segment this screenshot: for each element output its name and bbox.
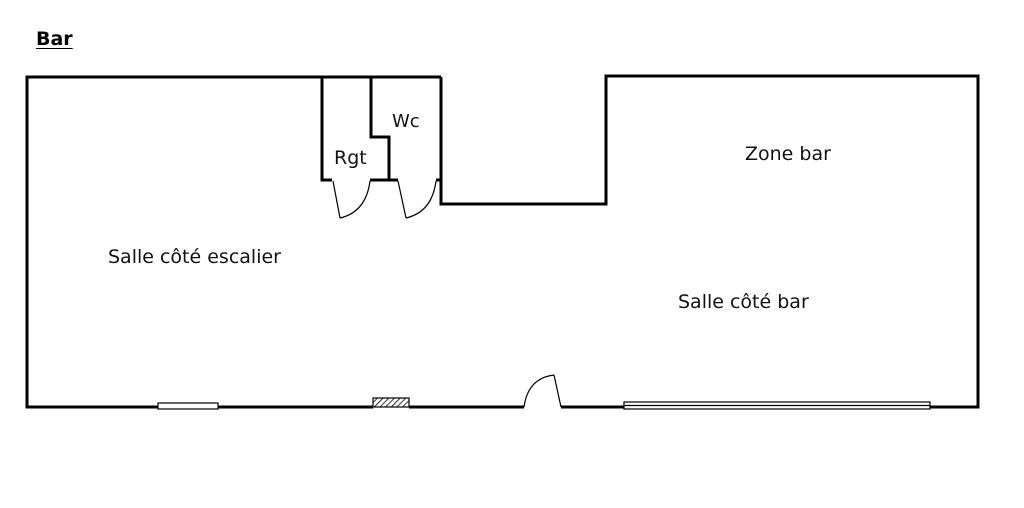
wc-door-leaf: [397, 180, 407, 219]
hatched-pillar: [372, 397, 410, 408]
storage-left-wall: [320, 77, 332, 182]
wc-door-arc: [405, 180, 437, 219]
outer-wall-bottom-far-right: [439, 74, 980, 409]
room-label-bar-zone: Zone bar: [745, 143, 831, 165]
window-left: [157, 402, 219, 410]
room-label-hall-stairs: Salle côté escalier: [108, 246, 281, 268]
storage-door-arc: [339, 180, 371, 219]
room-label-storage: Rgt: [334, 147, 367, 169]
outer-wall-left: [25, 75, 322, 409]
entrance-door-jamb: [553, 374, 562, 408]
storage-door-leaf: [332, 180, 341, 219]
storage-wc-partition: [369, 77, 391, 180]
room-label-toilet: Wc: [392, 111, 420, 132]
plan-title: Bar: [36, 28, 73, 50]
room-label-hall-bar: Salle côté bar: [678, 291, 809, 313]
entrance-door-leaf: [523, 374, 555, 408]
